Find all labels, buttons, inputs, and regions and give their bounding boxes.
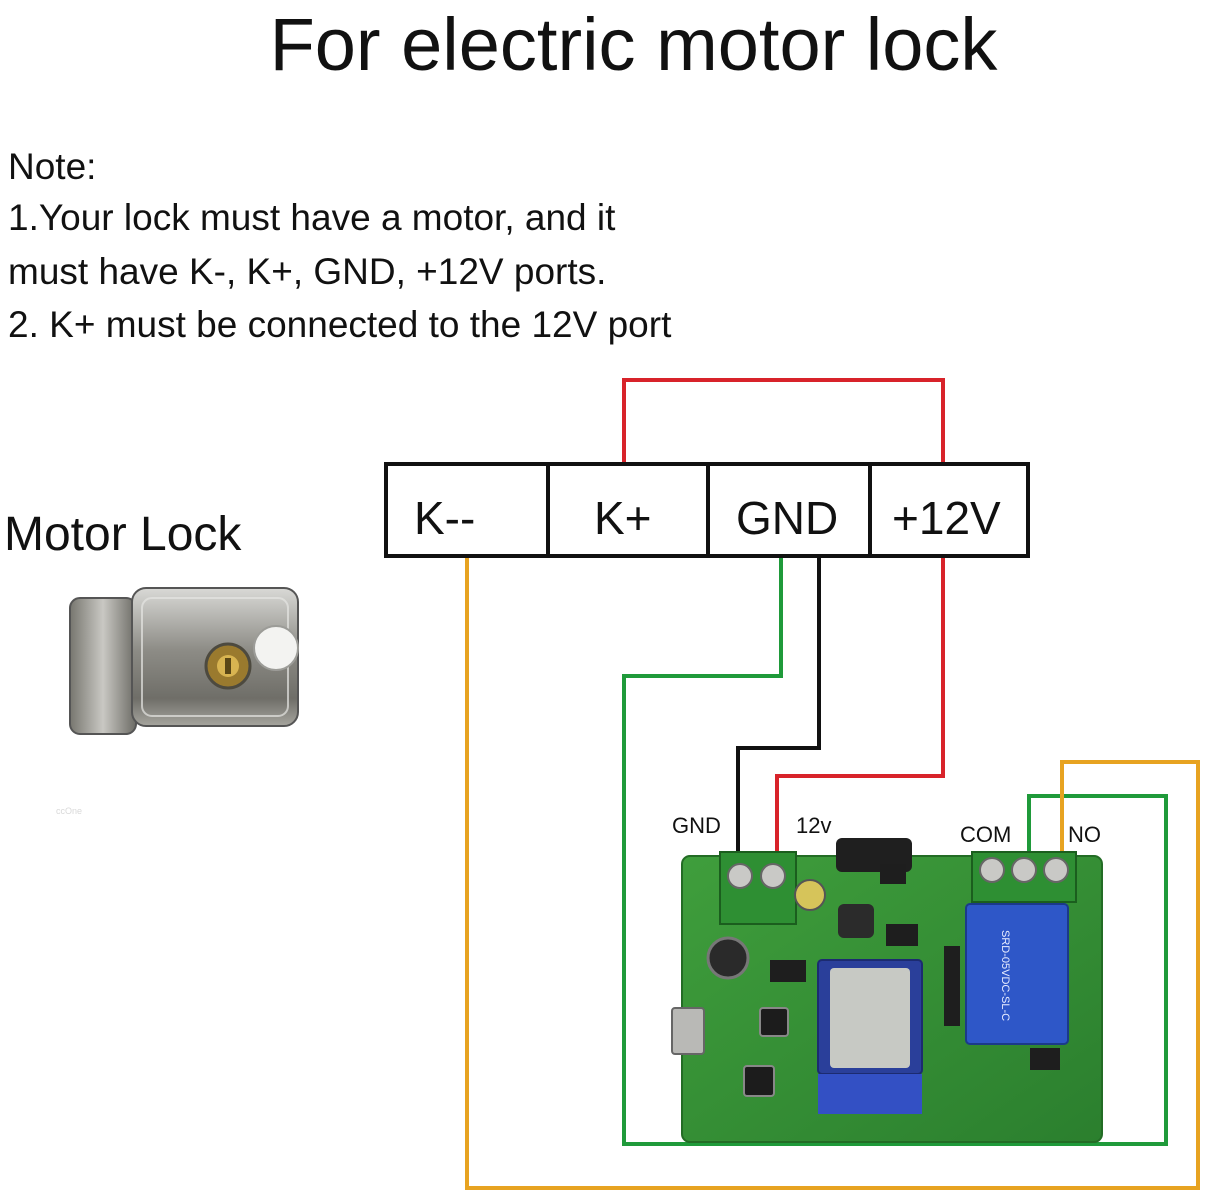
terminal-block: K-- K+ GND +12V (384, 462, 1030, 558)
relay-text: SRD-05VDC-SL-C (999, 930, 1011, 1021)
board-12v-label: 12v (796, 813, 831, 838)
red-wire-top (622, 378, 945, 464)
relay-board: SRD-05VDC-SL-C (671, 838, 1103, 1143)
board-com-label: COM (960, 822, 1011, 847)
port-gnd: GND (736, 492, 838, 544)
board-gnd-label: GND (672, 813, 721, 838)
note-heading: Note: (8, 146, 97, 187)
wires (465, 378, 1200, 1190)
note-line-3: 2. K+ must be connected to the 12V port (8, 304, 672, 345)
rf-module (836, 838, 912, 872)
port-k-minus: K-- (414, 492, 475, 544)
green-wire (622, 556, 1168, 1146)
port-12v: +12V (892, 492, 1001, 544)
watermark: ccOne (56, 806, 83, 816)
orange-wire (465, 556, 1200, 1190)
red-wire-board (775, 556, 945, 851)
black-wire (736, 556, 821, 851)
button-1 (759, 1007, 789, 1037)
relay (965, 903, 1069, 1045)
note-line-2: must have K-, K+, GND, +12V ports. (8, 251, 607, 292)
motor-lock-image (69, 587, 299, 735)
motor-lock-label: Motor Lock (4, 508, 242, 561)
board-no-label: NO (1068, 822, 1101, 847)
button-2 (743, 1065, 775, 1097)
port-k-plus: K+ (594, 492, 652, 544)
power-terminal (719, 851, 797, 925)
diagram-title: For electric motor lock (269, 3, 998, 86)
note-line-1: 1.Your lock must have a motor, and it (8, 197, 616, 238)
usb-port (671, 1007, 705, 1055)
